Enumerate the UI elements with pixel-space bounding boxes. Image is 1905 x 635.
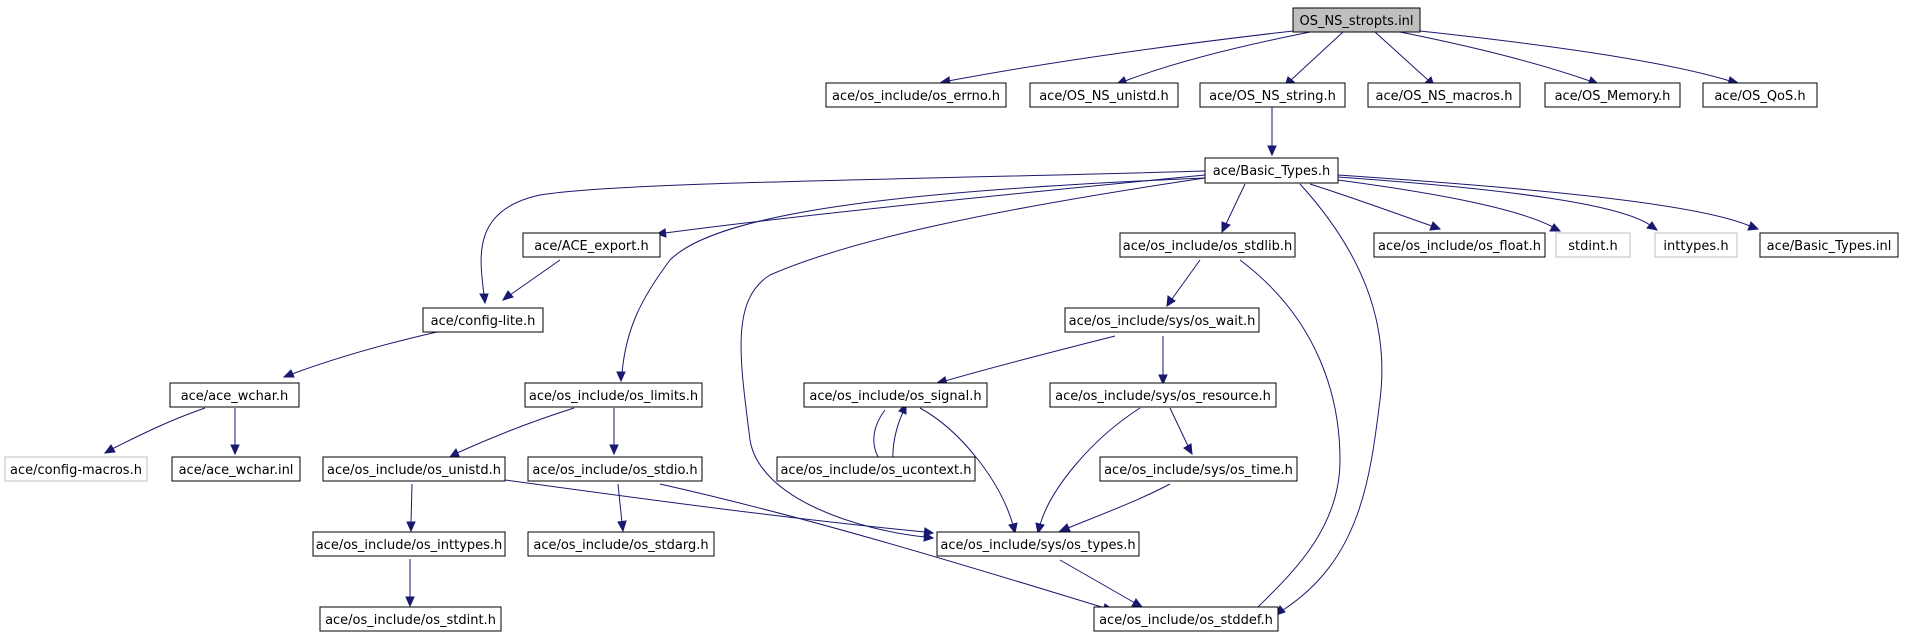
node-config-lite[interactable]: ace/config-lite.h <box>422 307 544 333</box>
node-config-macros[interactable]: ace/config-macros.h <box>4 456 148 482</box>
edge-basic-types-to-basic-types-inl <box>1337 174 1760 231</box>
node-sys-types[interactable]: ace/os_include/sys/os_types.h <box>936 531 1140 557</box>
svg-text:ace/os_include/os_inttypes.h: ace/os_include/os_inttypes.h <box>316 538 503 553</box>
svg-text:ace/os_include/sys/os_time.h: ace/os_include/sys/os_time.h <box>1104 463 1293 478</box>
node-basic-types-inl[interactable]: ace/Basic_Types.inl <box>1759 232 1899 258</box>
edge-os-signal-to-sys-types <box>919 407 1018 535</box>
edge-sys-wait-to-os-signal <box>935 335 1116 386</box>
node-ace-wchar-inl[interactable]: ace/ace_wchar.inl <box>171 456 301 482</box>
svg-text:stdint.h: stdint.h <box>1568 239 1617 254</box>
node-os-stdint[interactable]: ace/os_include/os_stdint.h <box>319 606 502 632</box>
edge-ace-export-to-config-lite <box>501 259 561 301</box>
svg-text:ace/OS_NS_string.h: ace/OS_NS_string.h <box>1209 89 1336 104</box>
svg-text:ace/os_include/sys/os_resource: ace/os_include/sys/os_resource.h <box>1055 389 1271 404</box>
graph-edges <box>103 30 1760 617</box>
node-inttypes[interactable]: inttypes.h <box>1654 232 1738 258</box>
svg-text:ace/ace_wchar.h: ace/ace_wchar.h <box>181 389 289 404</box>
edge-os-ns-string-to-basic-types <box>1267 107 1277 157</box>
node-os-stdarg[interactable]: ace/os_include/os_stdarg.h <box>527 531 715 557</box>
svg-text:inttypes.h: inttypes.h <box>1663 239 1728 254</box>
node-os-stddef[interactable]: ace/os_include/os_stddef.h <box>1093 606 1279 632</box>
graph-nodes: OS_NS_stropts.inl ace/os_include/os_errn… <box>4 7 1899 632</box>
edge-os-limits-to-os-unistd <box>448 407 575 458</box>
edge-basic-types-to-os-float <box>1309 183 1442 231</box>
edge-root-to-os-errno <box>938 30 1294 86</box>
svg-text:ace/ace_wchar.inl: ace/ace_wchar.inl <box>179 463 294 478</box>
node-ace-export[interactable]: ace/ACE_export.h <box>522 232 661 258</box>
svg-text:ace/os_include/os_signal.h: ace/os_include/os_signal.h <box>809 389 981 404</box>
svg-text:ace/Basic_Types.inl: ace/Basic_Types.inl <box>1767 239 1892 254</box>
svg-text:ace/os_include/os_errno.h: ace/os_include/os_errno.h <box>832 89 1000 104</box>
edge-basic-types-to-os-stdlib <box>1221 183 1246 234</box>
svg-text:ace/OS_Memory.h: ace/OS_Memory.h <box>1555 89 1671 104</box>
node-basic-types[interactable]: ace/Basic_Types.h <box>1204 157 1339 184</box>
edge-basic-types-to-os-limits <box>616 177 1206 383</box>
edge-os-stdio-to-os-stdarg <box>617 483 627 533</box>
node-os-memory[interactable]: ace/OS_Memory.h <box>1544 82 1681 108</box>
svg-text:ace/ACE_export.h: ace/ACE_export.h <box>534 239 648 254</box>
node-os-ns-macros[interactable]: ace/OS_NS_macros.h <box>1367 82 1521 108</box>
node-os-ns-unistd[interactable]: ace/OS_NS_unistd.h <box>1029 82 1179 108</box>
node-sys-time[interactable]: ace/os_include/sys/os_time.h <box>1099 456 1298 482</box>
edge-sys-resource-to-sys-types <box>1035 407 1141 535</box>
node-os-errno[interactable]: ace/os_include/os_errno.h <box>825 82 1007 108</box>
svg-text:ace/os_include/os_stdarg.h: ace/os_include/os_stdarg.h <box>533 538 708 553</box>
svg-text:ace/os_include/os_stdint.h: ace/os_include/os_stdint.h <box>325 613 496 628</box>
svg-text:ace/os_include/os_unistd.h: ace/os_include/os_unistd.h <box>327 463 501 478</box>
edge-os-stdlib-to-sys-wait <box>1166 259 1201 307</box>
svg-text:ace/OS_QoS.h: ace/OS_QoS.h <box>1714 89 1805 104</box>
svg-text:ace/os_include/os_limits.h: ace/os_include/os_limits.h <box>529 389 698 404</box>
svg-text:ace/Basic_Types.h: ace/Basic_Types.h <box>1213 164 1330 179</box>
edge-basic-types-to-stdint <box>1337 179 1562 232</box>
svg-text:ace/os_include/os_stddef.h: ace/os_include/os_stddef.h <box>1099 613 1273 628</box>
node-os-ns-stropts-inl[interactable]: OS_NS_stropts.inl <box>1292 7 1421 33</box>
edge-sys-time-to-sys-types <box>1058 483 1171 532</box>
node-os-unistd[interactable]: ace/os_include/os_unistd.h <box>322 456 506 482</box>
svg-text:OS_NS_stropts.inl: OS_NS_stropts.inl <box>1299 14 1413 29</box>
node-os-signal[interactable]: ace/os_include/os_signal.h <box>803 382 988 408</box>
edge-sys-resource-to-sys-time <box>1169 407 1193 456</box>
edge-sys-wait-to-sys-resource <box>1158 336 1168 386</box>
edge-basic-types-to-config-lite <box>479 170 1206 305</box>
edge-basic-types-to-sys-types <box>740 177 1206 542</box>
svg-text:ace/os_include/sys/os_wait.h: ace/os_include/sys/os_wait.h <box>1069 314 1256 329</box>
edge-os-inttypes-to-os-stdint <box>405 559 415 608</box>
svg-text:ace/config-macros.h: ace/config-macros.h <box>10 463 142 478</box>
edge-config-lite-to-ace-wchar <box>282 331 438 378</box>
edge-sys-types-to-os-stddef <box>1059 559 1144 608</box>
edge-root-to-os-ns-macros <box>1374 31 1435 87</box>
edge-basic-types-to-inttypes <box>1337 176 1659 231</box>
node-os-float[interactable]: ace/os_include/os_float.h <box>1373 232 1546 258</box>
edge-os-ucontext-to-os-signal <box>892 402 907 465</box>
svg-text:ace/os_include/os_stdio.h: ace/os_include/os_stdio.h <box>532 463 697 478</box>
svg-text:ace/os_include/os_float.h: ace/os_include/os_float.h <box>1378 239 1541 254</box>
node-os-stdlib[interactable]: ace/os_include/os_stdlib.h <box>1119 232 1296 258</box>
svg-text:ace/config-lite.h: ace/config-lite.h <box>431 314 536 329</box>
svg-text:ace/os_include/os_ucontext.h: ace/os_include/os_ucontext.h <box>780 463 971 478</box>
edge-root-to-os-ns-unistd <box>1115 31 1311 85</box>
svg-text:ace/os_include/sys/os_types.h: ace/os_include/sys/os_types.h <box>940 538 1135 553</box>
edge-ace-wchar-to-ace-wchar-inl <box>230 408 240 456</box>
node-os-qos[interactable]: ace/OS_QoS.h <box>1702 82 1818 108</box>
node-os-limits[interactable]: ace/os_include/os_limits.h <box>524 382 703 408</box>
node-stdint[interactable]: stdint.h <box>1555 232 1631 258</box>
edge-root-to-os-ns-string <box>1284 31 1344 87</box>
edge-os-unistd-to-sys-types <box>504 479 935 537</box>
svg-text:ace/OS_NS_unistd.h: ace/OS_NS_unistd.h <box>1039 89 1169 104</box>
node-os-stdio[interactable]: ace/os_include/os_stdio.h <box>527 456 703 482</box>
edge-os-limits-to-os-stdio <box>609 408 619 456</box>
svg-text:ace/OS_NS_macros.h: ace/OS_NS_macros.h <box>1376 89 1513 104</box>
node-os-inttypes[interactable]: ace/os_include/os_inttypes.h <box>312 531 506 557</box>
edge-os-unistd-to-os-inttypes <box>406 483 416 533</box>
edge-basic-types-to-ace-export <box>655 174 1206 238</box>
node-ace-wchar[interactable]: ace/ace_wchar.h <box>169 382 300 408</box>
node-os-ns-string[interactable]: ace/OS_NS_string.h <box>1199 82 1346 108</box>
node-sys-wait[interactable]: ace/os_include/sys/os_wait.h <box>1064 307 1260 333</box>
node-sys-resource[interactable]: ace/os_include/sys/os_resource.h <box>1049 382 1277 408</box>
node-os-ucontext[interactable]: ace/os_include/os_ucontext.h <box>776 456 976 482</box>
edge-ace-wchar-to-config-macros <box>103 407 206 454</box>
svg-text:ace/os_include/os_stdlib.h: ace/os_include/os_stdlib.h <box>1123 239 1292 254</box>
